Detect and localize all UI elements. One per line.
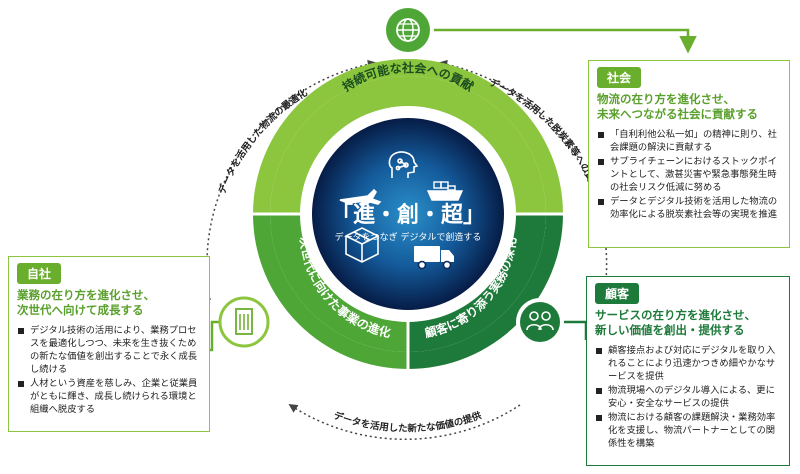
cargo-ship-icon xyxy=(426,181,464,201)
panel-company: 自社 業務の在り方を進化させ、 次世代へ向けて成長する デジタル技術の活用により… xyxy=(8,256,210,432)
center-title: 「進・創・超」 xyxy=(331,203,485,228)
delivery-truck-icon xyxy=(414,246,454,270)
panel-society: 社会 物流の在り方を進化させ、 未来へつながる社会に貢献する 「自利利他公私一如… xyxy=(588,60,790,248)
list-item: 物流における顧客の課題解決・業務効率化を支援し、物流パートナーとしての関係性を構… xyxy=(595,411,781,450)
customer-title-line2: 新しい価値を創出・提供する xyxy=(595,323,745,337)
list-item: 「自利利他公私一如」の精神に則り、社会課題の解決に貢献する xyxy=(597,128,781,154)
airplane-icon xyxy=(339,188,382,207)
customer-list: 顧客接点および対応にデジタルを取り入れることにより迅速かつきめ細やかなサービスを… xyxy=(595,344,781,450)
ring-segment-right xyxy=(408,214,546,352)
company-title-line2: 次世代へ向けて成長する xyxy=(17,303,144,317)
list-item: データとデジタル技術を活用した物流の効率化による脱炭素社会等の実現を推進 xyxy=(597,195,781,221)
tag-company: 自社 xyxy=(17,263,61,284)
customer-title: サービスの在り方を進化させ、 新しい価値を創出・提供する xyxy=(595,308,781,338)
arrow-dotted-top-right xyxy=(438,59,608,291)
svg-text:データを活用した新たな価値の提供: データを活用した新たな価値の提供 xyxy=(332,409,484,434)
list-item: デジタル技術の活用により、業務プロセスを最適化しつつ、未来を生き抜くための新たな… xyxy=(17,324,201,376)
list-item: 顧客接点および対応にデジタルを取り入れることにより迅速かつきめ細やかなサービスを… xyxy=(595,344,781,383)
company-title-line1: 業務の在り方を進化させ、 xyxy=(17,288,155,302)
society-list: 「自利利他公私一如」の精神に則り、社会課題の解決に貢献する サプライチェーンにお… xyxy=(597,128,781,221)
panel-customer: 顧客 サービスの在り方を進化させ、 新しい価値を創出・提供する 顧客接点および対… xyxy=(586,276,790,466)
list-item: 物流現場へのデジタル導入による、更に安心・安全なサービスの提供 xyxy=(595,384,781,410)
ring-segment-top xyxy=(270,76,546,214)
tag-customer: 顧客 xyxy=(595,283,639,304)
society-title-line2: 未来へつながる社会に貢献する xyxy=(597,107,758,121)
center-circle xyxy=(312,118,504,310)
connector-society xyxy=(430,28,697,54)
ai-head-icon xyxy=(388,151,419,178)
ring-segment-left xyxy=(270,214,408,352)
connector-company xyxy=(210,320,220,352)
center-subtitle: データをつなぎ デジタルで創造する xyxy=(335,231,482,243)
arrow-dotted-top-left xyxy=(206,59,377,301)
list-item: サプライチェーンにおけるストックポイントとして、激甚災害や緊急事態発生時の社会リ… xyxy=(597,155,781,194)
outer-label-bottom: データを活用した新たな価値の提供 xyxy=(332,409,484,434)
package-box-icon xyxy=(345,227,379,263)
arrow-dotted-bottom xyxy=(288,404,521,440)
company-title: 業務の在り方を進化させ、 次世代へ向けて成長する xyxy=(17,288,201,318)
globe-icon xyxy=(382,4,434,56)
list-item: 人材という資産を慈しみ、企業と従業員がともに輝き、成長し続けられる環境と組織へ脱… xyxy=(17,377,201,416)
company-list: デジタル技術の活用により、業務プロセスを最適化しつつ、未来を生き抜くための新たな… xyxy=(17,324,201,416)
society-title-line1: 物流の在り方を進化させ、 xyxy=(597,92,735,106)
people-icon xyxy=(516,298,564,346)
building-icon xyxy=(218,296,270,348)
society-title: 物流の在り方を進化させ、 未来へつながる社会に貢献する xyxy=(597,92,781,122)
customer-title-line1: サービスの在り方を進化させ、 xyxy=(595,308,756,322)
tag-society: 社会 xyxy=(597,67,641,88)
